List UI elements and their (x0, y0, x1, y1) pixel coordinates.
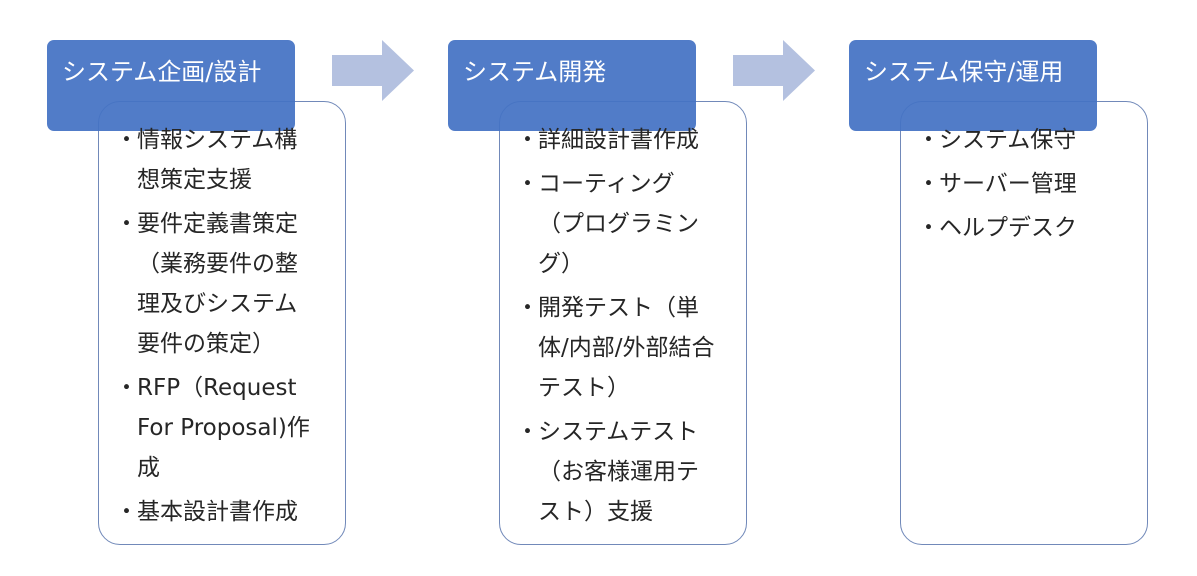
item-text: システム保守 (939, 127, 1077, 153)
bullet: ・ (115, 127, 138, 153)
item-text: システムテスト（お客様運用テスト）支援 (538, 419, 699, 525)
stage-1-item-list: ・情報システム構想策定支援 ・要件定義書策定（業務要件の整理及びシステム要件の策… (115, 120, 315, 536)
bullet: ・ (516, 295, 539, 321)
stage-3-detail-box (900, 101, 1148, 545)
item-text: 要件定義書策定（業務要件の整理及びシステム要件の策定） (137, 211, 298, 357)
bullet: ・ (516, 171, 539, 197)
stage-2-detail-box (499, 101, 747, 545)
item-text: 詳細設計書作成 (538, 127, 699, 153)
bullet: ・ (115, 375, 138, 401)
list-item: ・基本設計書作成 (115, 492, 315, 532)
bullet: ・ (115, 211, 138, 237)
item-text: 基本設計書作成 (137, 499, 298, 525)
list-item: ・コーティング（プログラミング） (516, 164, 716, 284)
bullet: ・ (516, 127, 539, 153)
item-text: コーティング（プログラミング） (538, 171, 699, 277)
stage-1-detail-box (98, 101, 346, 545)
item-text: RFP（Request For Proposal)作成 (137, 375, 310, 481)
stage-3-item-list: ・システム保守 ・サーバー管理 ・ヘルプデスク (917, 120, 1117, 252)
list-item: ・ヘルプデスク (917, 208, 1117, 248)
list-item: ・要件定義書策定（業務要件の整理及びシステム要件の策定） (115, 204, 315, 364)
stage-3-header: システム保守/運用 (849, 40, 1097, 131)
bullet: ・ (917, 171, 940, 197)
list-item: ・サーバー管理 (917, 164, 1117, 204)
bullet: ・ (516, 419, 539, 445)
list-item: ・RFP（Request For Proposal)作成 (115, 368, 315, 488)
stage-2-item-list: ・詳細設計書作成 ・コーティング（プログラミング） ・開発テスト（単体/内部/外… (516, 120, 716, 536)
stage-2-header: システム開発 (448, 40, 696, 131)
right-arrow-icon (332, 40, 414, 101)
bullet: ・ (917, 127, 940, 153)
bullet: ・ (917, 215, 940, 241)
item-text: サーバー管理 (939, 171, 1077, 197)
item-text: ヘルプデスク (939, 215, 1077, 241)
stage-1-header: システム企画/設計 (47, 40, 295, 131)
list-item: ・システム保守 (917, 120, 1117, 160)
right-arrow-icon (733, 40, 815, 101)
list-item: ・情報システム構想策定支援 (115, 120, 315, 200)
list-item: ・詳細設計書作成 (516, 120, 716, 160)
list-item: ・開発テスト（単体/内部/外部結合テスト） (516, 288, 716, 408)
item-text: 開発テスト（単体/内部/外部結合テスト） (538, 295, 715, 401)
item-text: 情報システム構想策定支援 (137, 127, 298, 193)
bullet: ・ (115, 499, 138, 525)
list-item: ・システムテスト（お客様運用テスト）支援 (516, 412, 716, 532)
